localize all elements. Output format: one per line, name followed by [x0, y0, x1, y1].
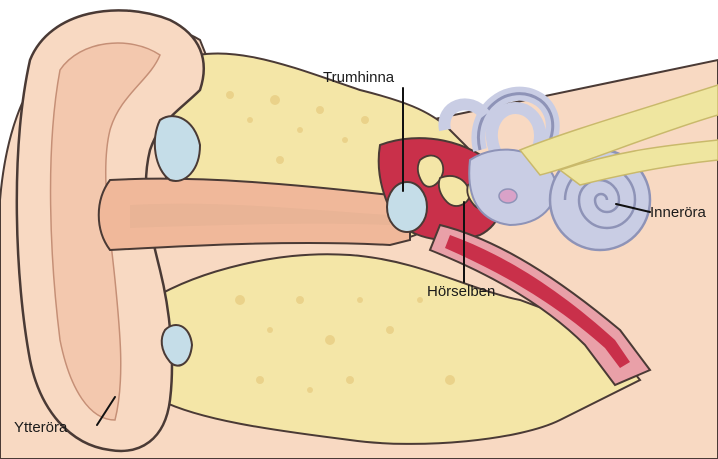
label-outer-ear: Ytteröra [14, 419, 68, 436]
label-inner-ear: Inneröra [650, 204, 707, 221]
eardrum-shape [387, 182, 427, 232]
oval-window [499, 189, 517, 203]
label-eardrum: Trumhinna [323, 69, 395, 86]
label-ossicles: Hörselben [427, 283, 495, 300]
